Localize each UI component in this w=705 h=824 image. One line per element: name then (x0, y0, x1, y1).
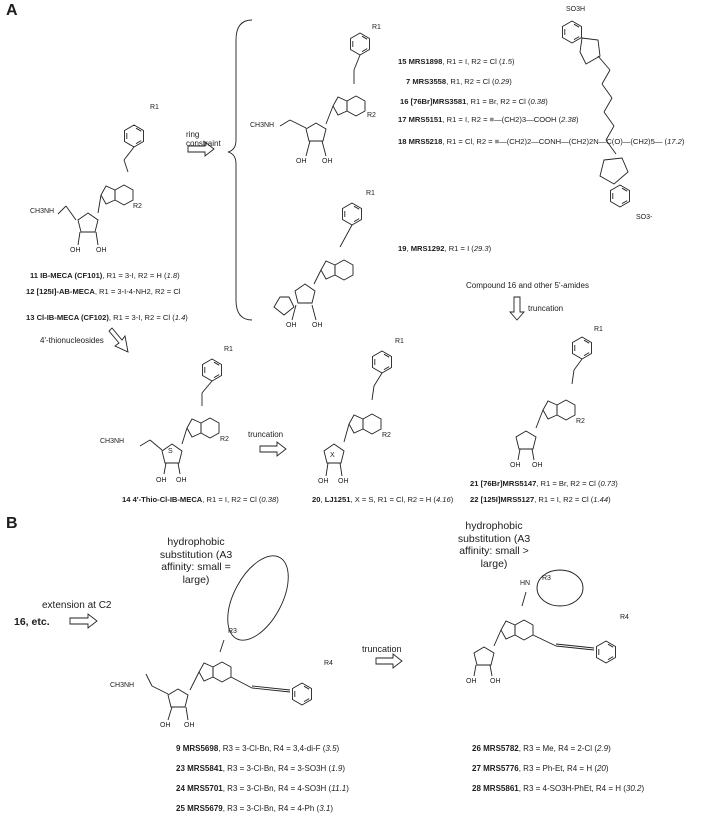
atom-so3h: SO3H (566, 6, 586, 13)
atom-r3: R3 (228, 628, 237, 635)
compound-label: 19, MRS1292, R1 = I (29.3) (398, 244, 492, 253)
structure-9-23-25 (145, 555, 312, 721)
start-compound-label: 16, etc. (14, 616, 50, 628)
atom-r4: R4 (324, 660, 333, 667)
panel-a-label: A (6, 2, 18, 19)
hydrophobic-label-1: hydrophobic substitution (A3 affinity: s… (159, 536, 233, 586)
atom-r1: R1 (372, 24, 381, 31)
thionucleosides-label: 4'-thionucleosides (40, 336, 104, 345)
compound-label: 28 MRS5861, R3 = 4-SO3H-PhEt, R4 = H (30… (472, 784, 645, 793)
truncation-arrow-1 (259, 441, 287, 457)
compound-label: 12 [125I]-AB-MECA, R1 = 3-I-4-NH2, R2 = … (26, 287, 181, 296)
atom-oh: OH (70, 247, 81, 254)
atom-oh: OH (322, 158, 333, 165)
truncation-label-1: truncation (248, 430, 284, 439)
compound-label: 13 Cl-IB-MECA (CF102), R1 = 3-I, R2 = Cl… (26, 313, 188, 322)
compound16-amides-label: Compound 16 and other 5'-amides (466, 281, 589, 290)
atom-r3: R3 (542, 575, 551, 582)
structure-14 (139, 358, 222, 475)
atom-oh: OH (312, 322, 323, 329)
extension-arrow (69, 613, 98, 629)
compound-label: 14 4'-Thio-Cl-IB-MECA, R1 = I, R2 = Cl (… (122, 495, 279, 504)
atom-hn: HN (520, 580, 531, 587)
atom-s: S (168, 448, 173, 455)
extension-c2-label: extension at C2 (42, 600, 112, 611)
atom-r1: R1 (366, 190, 375, 197)
truncation-arrow-2 (509, 296, 525, 321)
structure-11-13 (57, 124, 144, 246)
atom-r1: R1 (224, 346, 233, 353)
compound-label: 17 MRS5151, R1 = I, R2 = ≡—(CH2)3—COOH (… (398, 115, 579, 124)
atom-x: X (330, 452, 335, 459)
atom-r2: R2 (133, 203, 142, 210)
atom-r1: R1 (395, 338, 404, 345)
atom-r1: R1 (150, 104, 159, 111)
atom-ch3nh: CH3NH (250, 122, 275, 129)
compound-label: 25 MRS5679, R3 = 3-Cl-Bn, R4 = 4-Ph (3.1… (176, 804, 334, 813)
compound-label: 22 [125I]MRS5127, R1 = I, R2 = Cl (1.44) (470, 495, 611, 504)
atom-oh: OH (156, 477, 167, 484)
compound-label: 11 IB-MECA (CF101), R1 = 3-I, R2 = H (1.… (30, 271, 180, 280)
atom-oh: OH (466, 678, 477, 685)
atom-ch3nh: CH3NH (30, 208, 55, 215)
atom-ch3nh: CH3NH (110, 682, 135, 689)
structure-20 (323, 350, 392, 477)
atom-r1: R1 (594, 326, 603, 333)
structure-15-18 (279, 32, 370, 157)
compound-label: 18 MRS5218, R1 = Cl, R2 = ≡—(CH2)2—CONH—… (398, 137, 685, 146)
compound-label: 24 MRS5701, R3 = 3-Cl-Bn, R4 = 4-SO3H (1… (176, 784, 349, 793)
compound-label: 15 MRS1898, R1 = I, R2 = Cl (1.5) (398, 57, 515, 66)
panel-b-label: B (6, 515, 18, 532)
atom-oh: OH (510, 462, 521, 469)
atom-ch3nh: CH3NH (100, 438, 125, 445)
atom-r2: R2 (220, 436, 229, 443)
atom-oh: OH (338, 478, 349, 485)
atom-so3m: SO3- (636, 214, 653, 221)
atom-oh: OH (318, 478, 329, 485)
atom-oh: OH (286, 322, 297, 329)
atom-oh: OH (532, 462, 543, 469)
atom-oh: OH (96, 247, 107, 254)
structure-19 (273, 202, 362, 321)
compound-label: 21 [76Br]MRS5147, R1 = Br, R2 = Cl (0.73… (470, 479, 618, 488)
atom-oh: OH (490, 678, 501, 685)
truncation-arrow-3 (375, 653, 403, 669)
compound-label: 9 MRS5698, R3 = 3-Cl-Bn, R4 = 3,4-di-F (… (176, 744, 340, 753)
thio-arrow (108, 327, 129, 353)
truncation-label-3: truncation (362, 644, 402, 654)
ring-constraint-arrow (187, 141, 215, 157)
atom-oh: OH (184, 722, 195, 729)
compound-label: 23 MRS5841, R3 = 3-Cl-Bn, R4 = 3-SO3H (1… (176, 764, 346, 773)
hydrophobic-label-2: hydrophobic substitution (A3 affinity: s… (457, 520, 531, 570)
structure-26-28 (473, 569, 616, 677)
truncation-label-2: truncation (528, 304, 564, 313)
atom-oh: OH (160, 722, 171, 729)
atom-oh: OH (176, 477, 187, 484)
compound-label: 27 MRS5776, R3 = Ph-Et, R4 = H (20) (472, 764, 609, 773)
brace (227, 19, 253, 321)
atom-oh: OH (296, 158, 307, 165)
atom-r2: R2 (382, 432, 391, 439)
ring-constraint-label: ring constraint (186, 130, 221, 148)
atom-r4: R4 (620, 614, 629, 621)
cyanine-dye (562, 20, 630, 208)
compound-label: 16 [76Br]MRS3581, R1 = Br, R2 = Cl (0.38… (400, 97, 548, 106)
structure-21-22 (515, 336, 592, 461)
atom-r2: R2 (576, 418, 585, 425)
compound-label: 7 MRS3558, R1, R2 = Cl (0.29) (406, 77, 512, 86)
compound-label: 26 MRS5782, R3 = Me, R4 = 2-Cl (2.9) (472, 744, 611, 753)
atom-r2: R2 (367, 112, 376, 119)
compound-label: 20, LJ1251, X = S, R1 = Cl, R2 = H (4.16… (312, 495, 454, 504)
